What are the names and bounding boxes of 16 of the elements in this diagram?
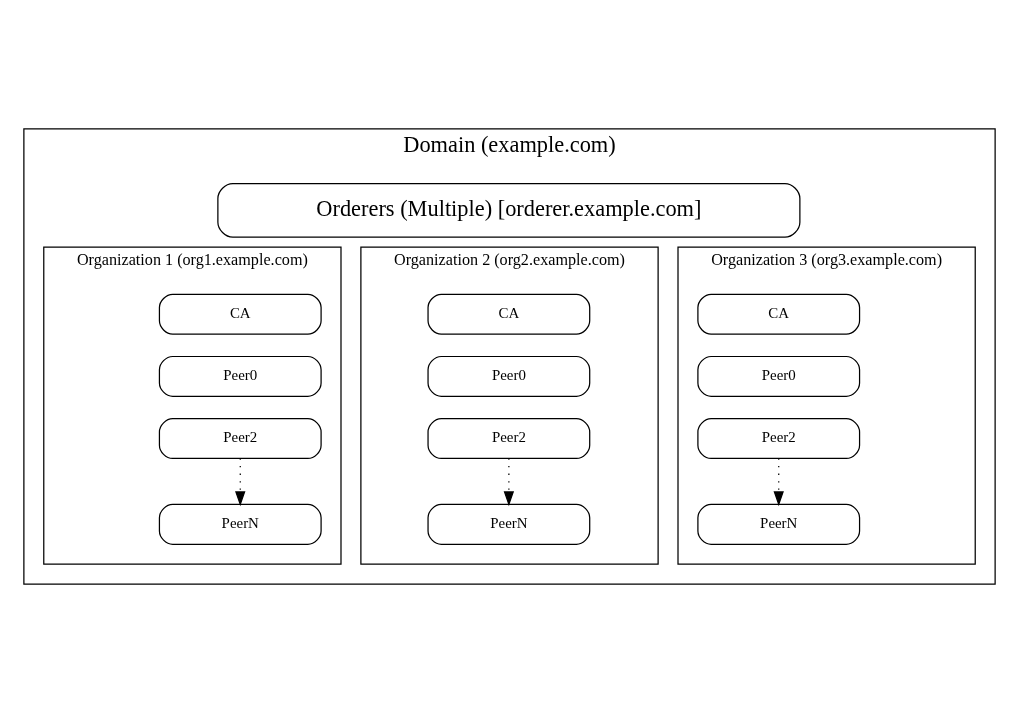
node-box: PeerN: [158, 503, 322, 545]
node-box: Peer0: [158, 355, 322, 397]
node-box: Orderers (Multiple) [orderer.example.com]: [217, 183, 801, 238]
node-box: Peer0: [697, 355, 861, 397]
node-box: Peer0: [427, 355, 591, 397]
node-box: Peer2: [697, 418, 861, 460]
node-box: PeerN: [427, 503, 591, 545]
node-box: Peer2: [158, 418, 322, 460]
node-box: Peer2: [427, 418, 591, 460]
node-box: PeerN: [697, 503, 861, 545]
arrow: [503, 458, 515, 507]
node-box: CA: [427, 293, 591, 335]
node-box: CA: [158, 293, 322, 335]
arrow: [773, 458, 784, 507]
arrow: [235, 458, 246, 507]
node-box: CA: [697, 293, 861, 335]
